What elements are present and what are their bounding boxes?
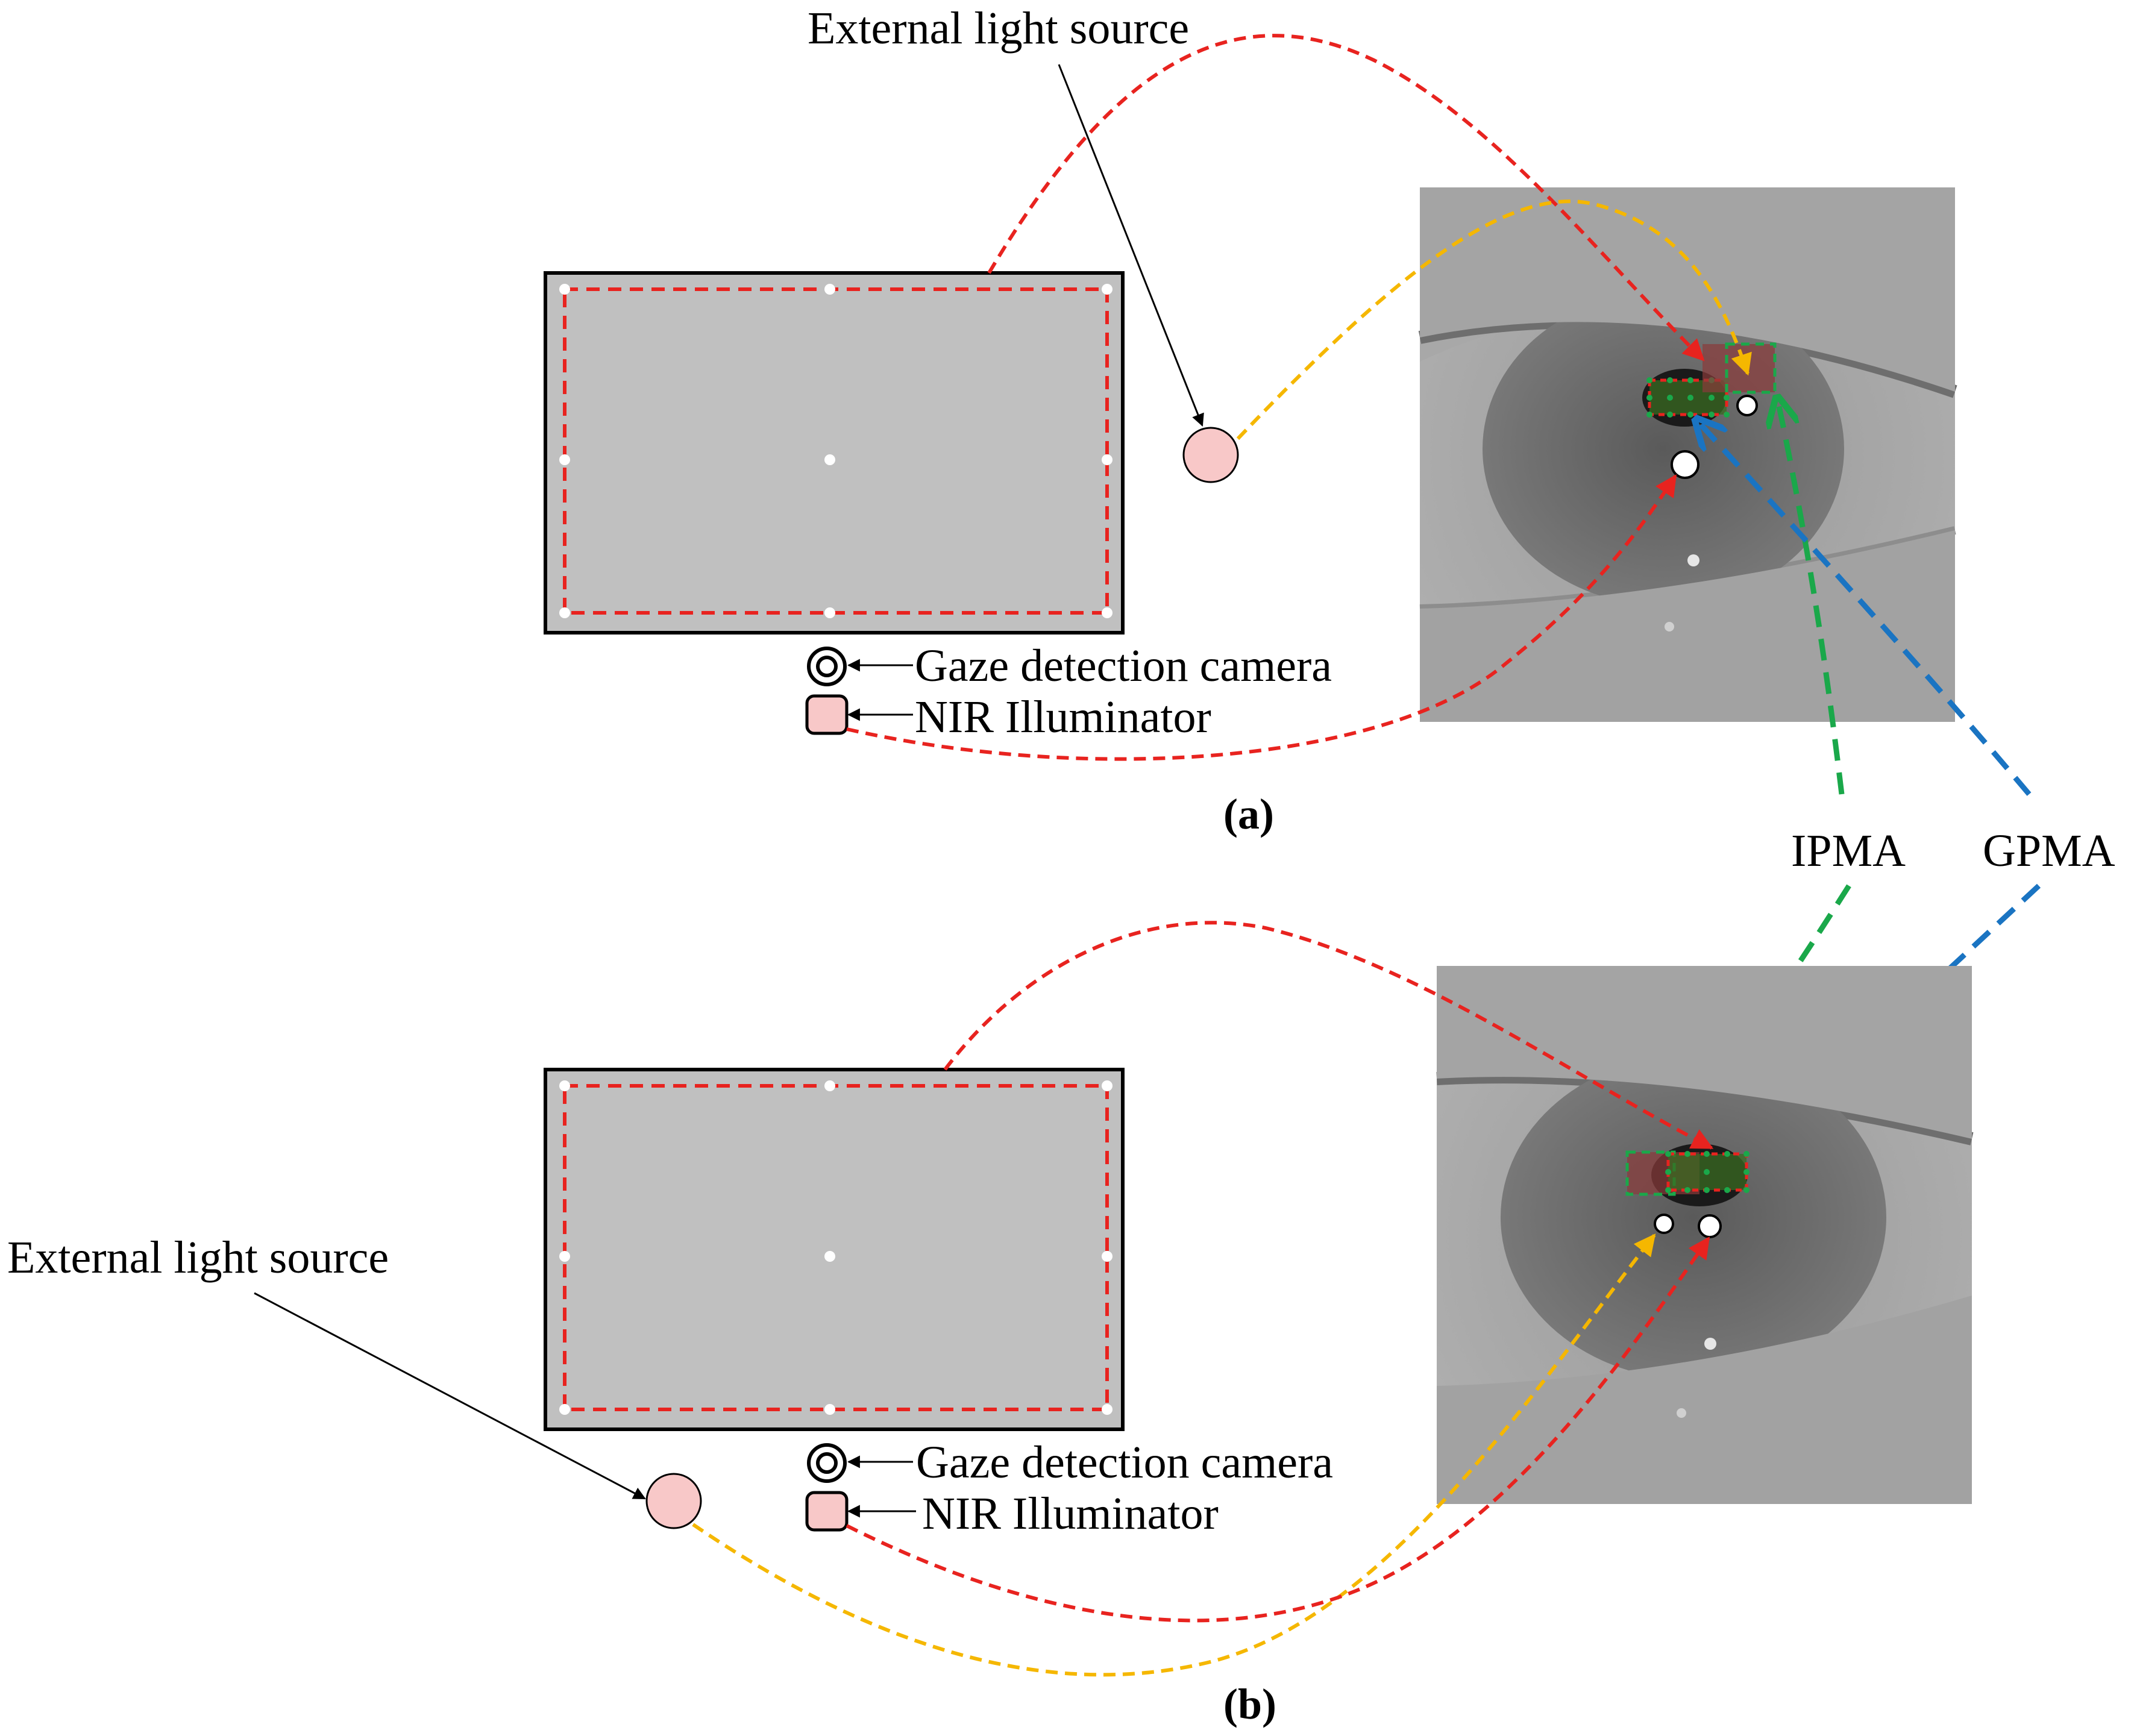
gpma-label: GPMA (1983, 826, 2115, 876)
calibration-points-a (559, 284, 1113, 618)
red-path-screen-to-eye-b (943, 921, 1714, 1150)
panel-a: External light source Gaze detection cam… (544, 3, 1957, 838)
ipma-path-up (1778, 401, 1845, 795)
pointer-external-light-a (1058, 64, 1204, 427)
camera-icon-b (807, 1443, 847, 1483)
monitor-screen-a (544, 271, 1125, 635)
panel-b: External light source Gaze detection cam… (7, 921, 1974, 1728)
illuminator-icon-a (805, 694, 849, 735)
red-path-illuminator-to-eye-b (846, 1236, 1710, 1623)
screen-dashed-region-b (563, 1084, 1109, 1411)
nir-illuminator-label-b: NIR Illuminator (922, 1488, 1219, 1539)
external-light-source-label-a: External light source (808, 3, 1189, 54)
orange-path-light-to-eye-b (692, 1233, 1656, 1677)
ipma-label: IPMA (1791, 826, 1906, 876)
eye-image-a (1418, 187, 1957, 722)
red-path-screen-to-eye-a (987, 34, 1705, 362)
gpma-path-up (1698, 422, 2032, 796)
calibration-points-b (559, 1080, 1113, 1415)
eye-image-b (1436, 966, 1974, 1504)
red-path-illuminator-to-eye-a (846, 474, 1677, 761)
light-source-icon-b (645, 1473, 702, 1529)
panel-b-caption: (b) (1223, 1680, 1276, 1728)
illuminator-icon-b (805, 1491, 849, 1532)
external-light-source-label-b: External light source (7, 1232, 389, 1283)
gaze-camera-label-a: Gaze detection camera (915, 641, 1332, 691)
nir-illuminator-label-a: NIR Illuminator (915, 692, 1211, 742)
monitor-screen-b (544, 1068, 1125, 1431)
screen-dashed-region-a (563, 287, 1109, 615)
orange-path-light-to-eye-a (1236, 199, 1752, 440)
pointer-external-light-b (254, 1292, 646, 1500)
panel-a-caption: (a) (1223, 790, 1274, 838)
gaze-camera-label-b: Gaze detection camera (916, 1437, 1333, 1488)
light-source-icon-a (1182, 427, 1239, 483)
camera-icon-a (807, 647, 847, 686)
